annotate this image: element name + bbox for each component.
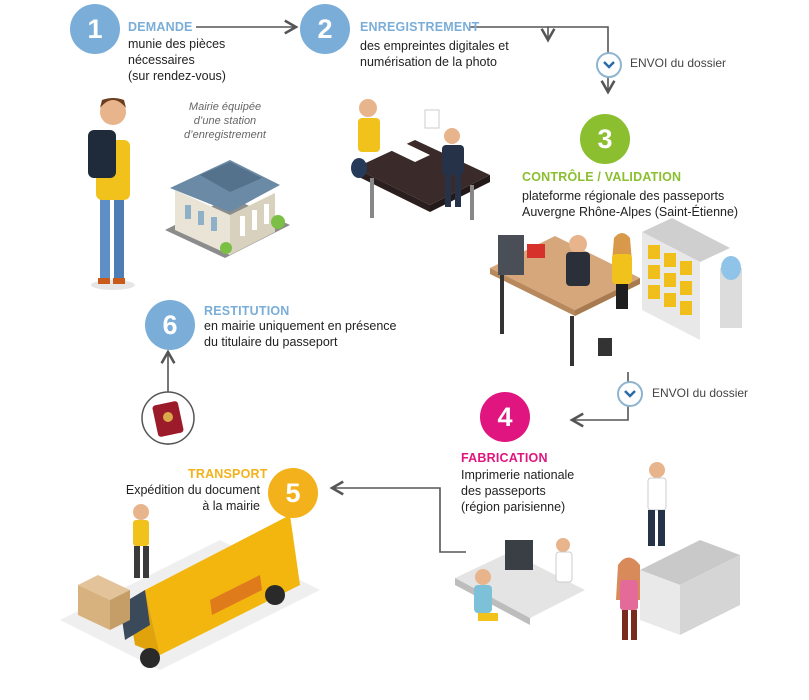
envoi-middle-icon [617,381,643,407]
step-1-line-3: (sur rendez-vous) [128,69,226,83]
step-6-title: RESTITUTION [204,304,290,318]
applicant-illustration [88,98,135,290]
validation-office-illustration [490,218,742,366]
mairie-note-line-2: d’une station [193,115,257,127]
step-2-badge: 2 [300,4,350,54]
step-3-description: plateforme régionale des passeports Auve… [522,188,738,220]
envoi-top-icon [596,52,622,78]
registration-desk-illustration [351,99,490,220]
step-3-line-2: Auvergne Rhône-Alpes (Saint-Étienne) [522,205,739,219]
step-5-line-1: Expédition du document [125,483,260,497]
step-5-line-2: à la mairie [202,499,260,513]
step-1-line-2: nécessaires [128,53,195,67]
step-1-badge: 1 [70,4,120,54]
envoi-top-label: ENVOI du dossier [630,56,727,70]
printing-facility-illustration [455,462,740,640]
mairie-note-line-1: Mairie équipée [188,101,262,113]
step-1-line-1: munie des pièces [128,37,226,51]
step-4-line-2: des passeports [461,484,546,498]
step-6-description: en mairie uniquement en présence du titu… [204,318,396,350]
step-3-badge: 3 [580,114,630,164]
step-5-description: Expédition du document à la mairie [120,482,260,514]
step-4-title: FABRICATION [461,451,548,465]
step-6-badge: 6 [145,300,195,350]
step-5-title: TRANSPORT [188,467,268,481]
chevron-down-icon [624,390,636,398]
delivery-van-illustration [60,504,320,670]
arrow-4-5 [329,480,466,553]
step-2-description: des empreintes digitales et numérisation… [360,38,509,70]
step-2-line-2: numérisation de la photo [360,55,497,69]
step-4-line-3: (région parisienne) [461,500,566,514]
chevron-down-icon [603,61,615,69]
step-2-line-1: des empreintes digitales et [360,39,509,53]
mairie-note-line-3: d’enregistrement [184,129,266,141]
step-4-badge: 4 [480,392,530,442]
step-5-badge: 5 [268,468,318,518]
step-3-line-1: plateforme régionale des passeports [522,189,725,203]
town-hall-illustration [165,160,290,258]
step-4-description: Imprimerie nationale des passeports (rég… [461,467,574,515]
mairie-note: Mairie équipée d’une station d’enregistr… [170,100,280,142]
step-6-line-1: en mairie uniquement en présence [204,319,397,333]
envoi-middle-label: ENVOI du dossier [652,386,749,400]
step-6-line-2: du titulaire du passeport [204,335,338,349]
step-1-description: munie des pièces nécessaires (sur rendez… [128,36,226,84]
step-1-title: DEMANDE [128,20,193,34]
passport-icon [141,391,195,445]
step-3-title: CONTRÔLE / VALIDATION [522,170,682,184]
step-4-line-1: Imprimerie nationale [461,468,575,482]
step-2-title: ENREGISTREMENT [360,20,480,34]
